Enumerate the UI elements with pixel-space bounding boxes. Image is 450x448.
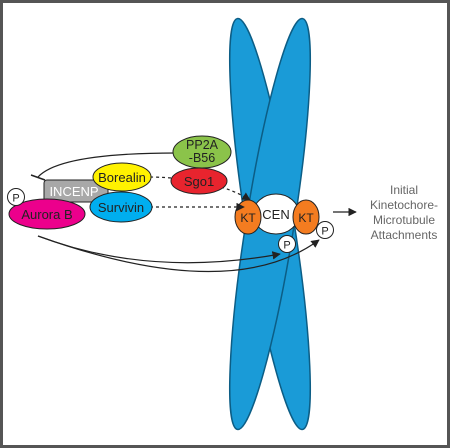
outcome-line2: Kinetochore- xyxy=(370,198,438,212)
phospho-kinetochore-right-label: P xyxy=(321,226,328,238)
survivin-label: Survivin xyxy=(98,200,144,215)
outcome-label: Initial Kinetochore- Microtubule Attachm… xyxy=(370,183,438,242)
chromosomal-passenger-complex: INCENP Aurora B P Borealin Survivin xyxy=(7,162,153,230)
aurora-b-label: Aurora B xyxy=(21,207,72,222)
inhibition-bar xyxy=(30,174,46,181)
borealin-sgo1-to-centromere-arrow xyxy=(149,176,251,201)
outcome-line1: Initial xyxy=(390,183,418,197)
pp2a-inhibition-line xyxy=(37,152,177,178)
kinetochore-right-label: KT xyxy=(298,211,314,225)
aurora-b-phosphorylation-arrow-right xyxy=(37,235,320,273)
phospho-kinetochore-left-label: P xyxy=(283,240,290,252)
incenp-label: INCENP xyxy=(49,184,98,199)
pp2a-label-line1: PP2A xyxy=(186,138,219,152)
phospho-aurora-b xyxy=(7,188,25,206)
phospho-kinetochore-right xyxy=(316,221,334,239)
centromere-label: CEN xyxy=(262,207,289,222)
incenp-protein xyxy=(43,179,109,203)
borealin-protein xyxy=(92,162,152,192)
phospho-aurora-b-label: P xyxy=(12,193,19,205)
sgo1-protein xyxy=(170,167,228,195)
pp2a-label-line2: -B56 xyxy=(189,151,215,165)
borealin-label: Borealin xyxy=(98,170,146,185)
sgo1-label: Sgo1 xyxy=(184,174,214,189)
survivin-protein xyxy=(89,191,153,223)
outcome-line4: Attachments xyxy=(371,228,438,242)
kinetochore-right xyxy=(292,199,320,235)
kinetochore-left-label: KT xyxy=(240,211,256,225)
outcome-line3: Microtubule xyxy=(373,213,435,227)
phospho-kinetochore-left xyxy=(278,235,296,253)
aurora-b-protein xyxy=(8,198,86,230)
